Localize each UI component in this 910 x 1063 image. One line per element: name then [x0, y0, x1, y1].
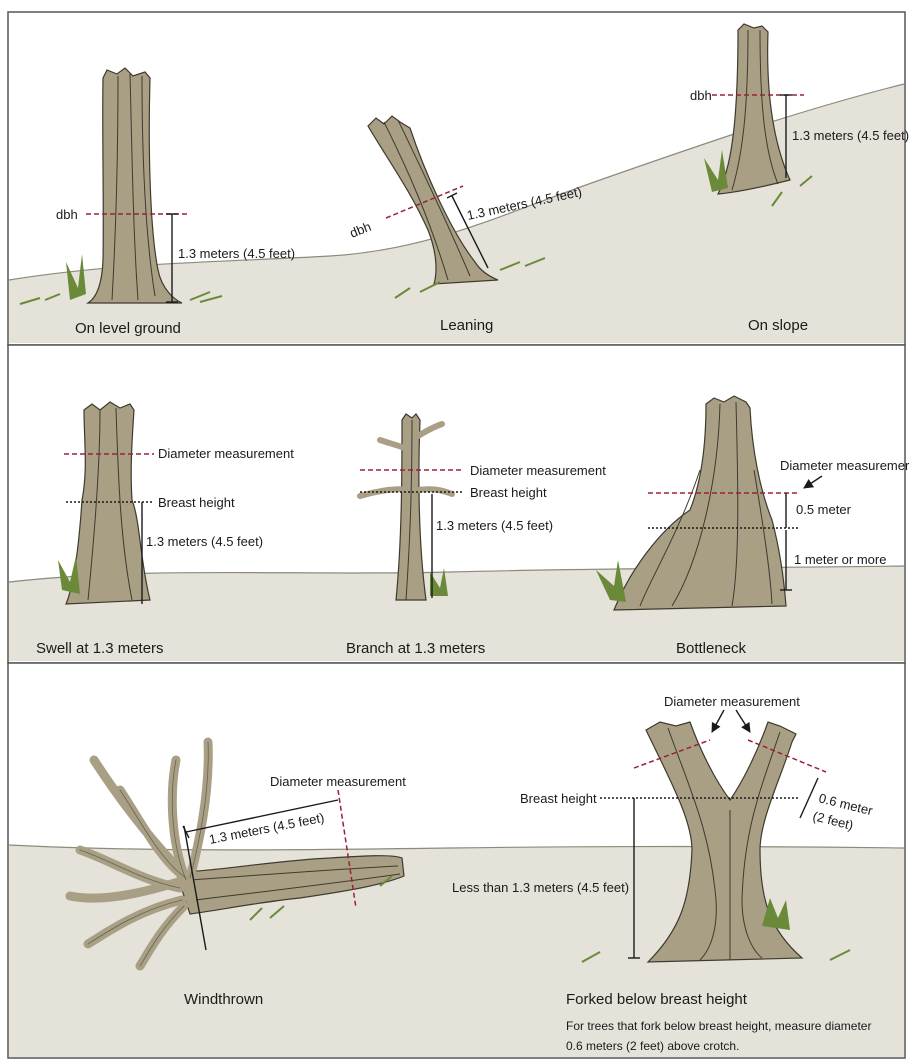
height-label-1: 1.3 meters (4.5 feet)	[178, 246, 295, 261]
caption-leaning: Leaning	[440, 317, 493, 334]
lower-label-bottleneck: 1 meter or more	[794, 552, 886, 567]
dbh-label-1: dbh	[56, 207, 78, 222]
caption-bottleneck: Bottleneck	[676, 640, 747, 657]
caption-windthrown: Windthrown	[184, 991, 263, 1008]
height-label-3: 1.3 meters (4.5 feet)	[792, 128, 909, 143]
upper-label-bottleneck: 0.5 meter	[796, 502, 852, 517]
diameter-label-bottleneck: Diameter measuremer	[780, 458, 910, 473]
dbh-label-3: dbh	[690, 88, 712, 103]
forked-note-line-2: 0.6 meters (2 feet) above crotch.	[566, 1039, 739, 1053]
breast-label-swell: Breast height	[158, 495, 235, 510]
caption-on-slope: On slope	[748, 317, 808, 334]
height-label-swell: 1.3 meters (4.5 feet)	[146, 534, 263, 549]
diameter-label-windthrown: Diameter measurement	[270, 774, 406, 789]
caption-level-ground: On level ground	[75, 320, 181, 337]
panel-top: dbh 1.3 meters (4.5 feet) On level groun…	[8, 12, 909, 345]
caption-forked: Forked below breast height	[566, 991, 748, 1008]
breast-label-branch: Breast height	[470, 485, 547, 500]
height-label-branch: 1.3 meters (4.5 feet)	[436, 518, 553, 533]
diameter-label-branch: Diameter measurement	[470, 463, 606, 478]
panel-bottom: Diameter measurement 1.3 meters (4.5 fee…	[8, 663, 905, 1058]
diameter-label-forked: Diameter measurement	[664, 694, 800, 709]
height-label-forked: Less than 1.3 meters (4.5 feet)	[452, 880, 629, 895]
panel-middle: Diameter measurement Breast height 1.3 m…	[8, 345, 910, 663]
caption-swell: Swell at 1.3 meters	[36, 640, 164, 657]
breast-label-forked: Breast height	[520, 791, 597, 806]
forked-note-line-1: For trees that fork below breast height,…	[566, 1019, 871, 1033]
diameter-label-swell: Diameter measurement	[158, 446, 294, 461]
caption-branch: Branch at 1.3 meters	[346, 640, 485, 657]
